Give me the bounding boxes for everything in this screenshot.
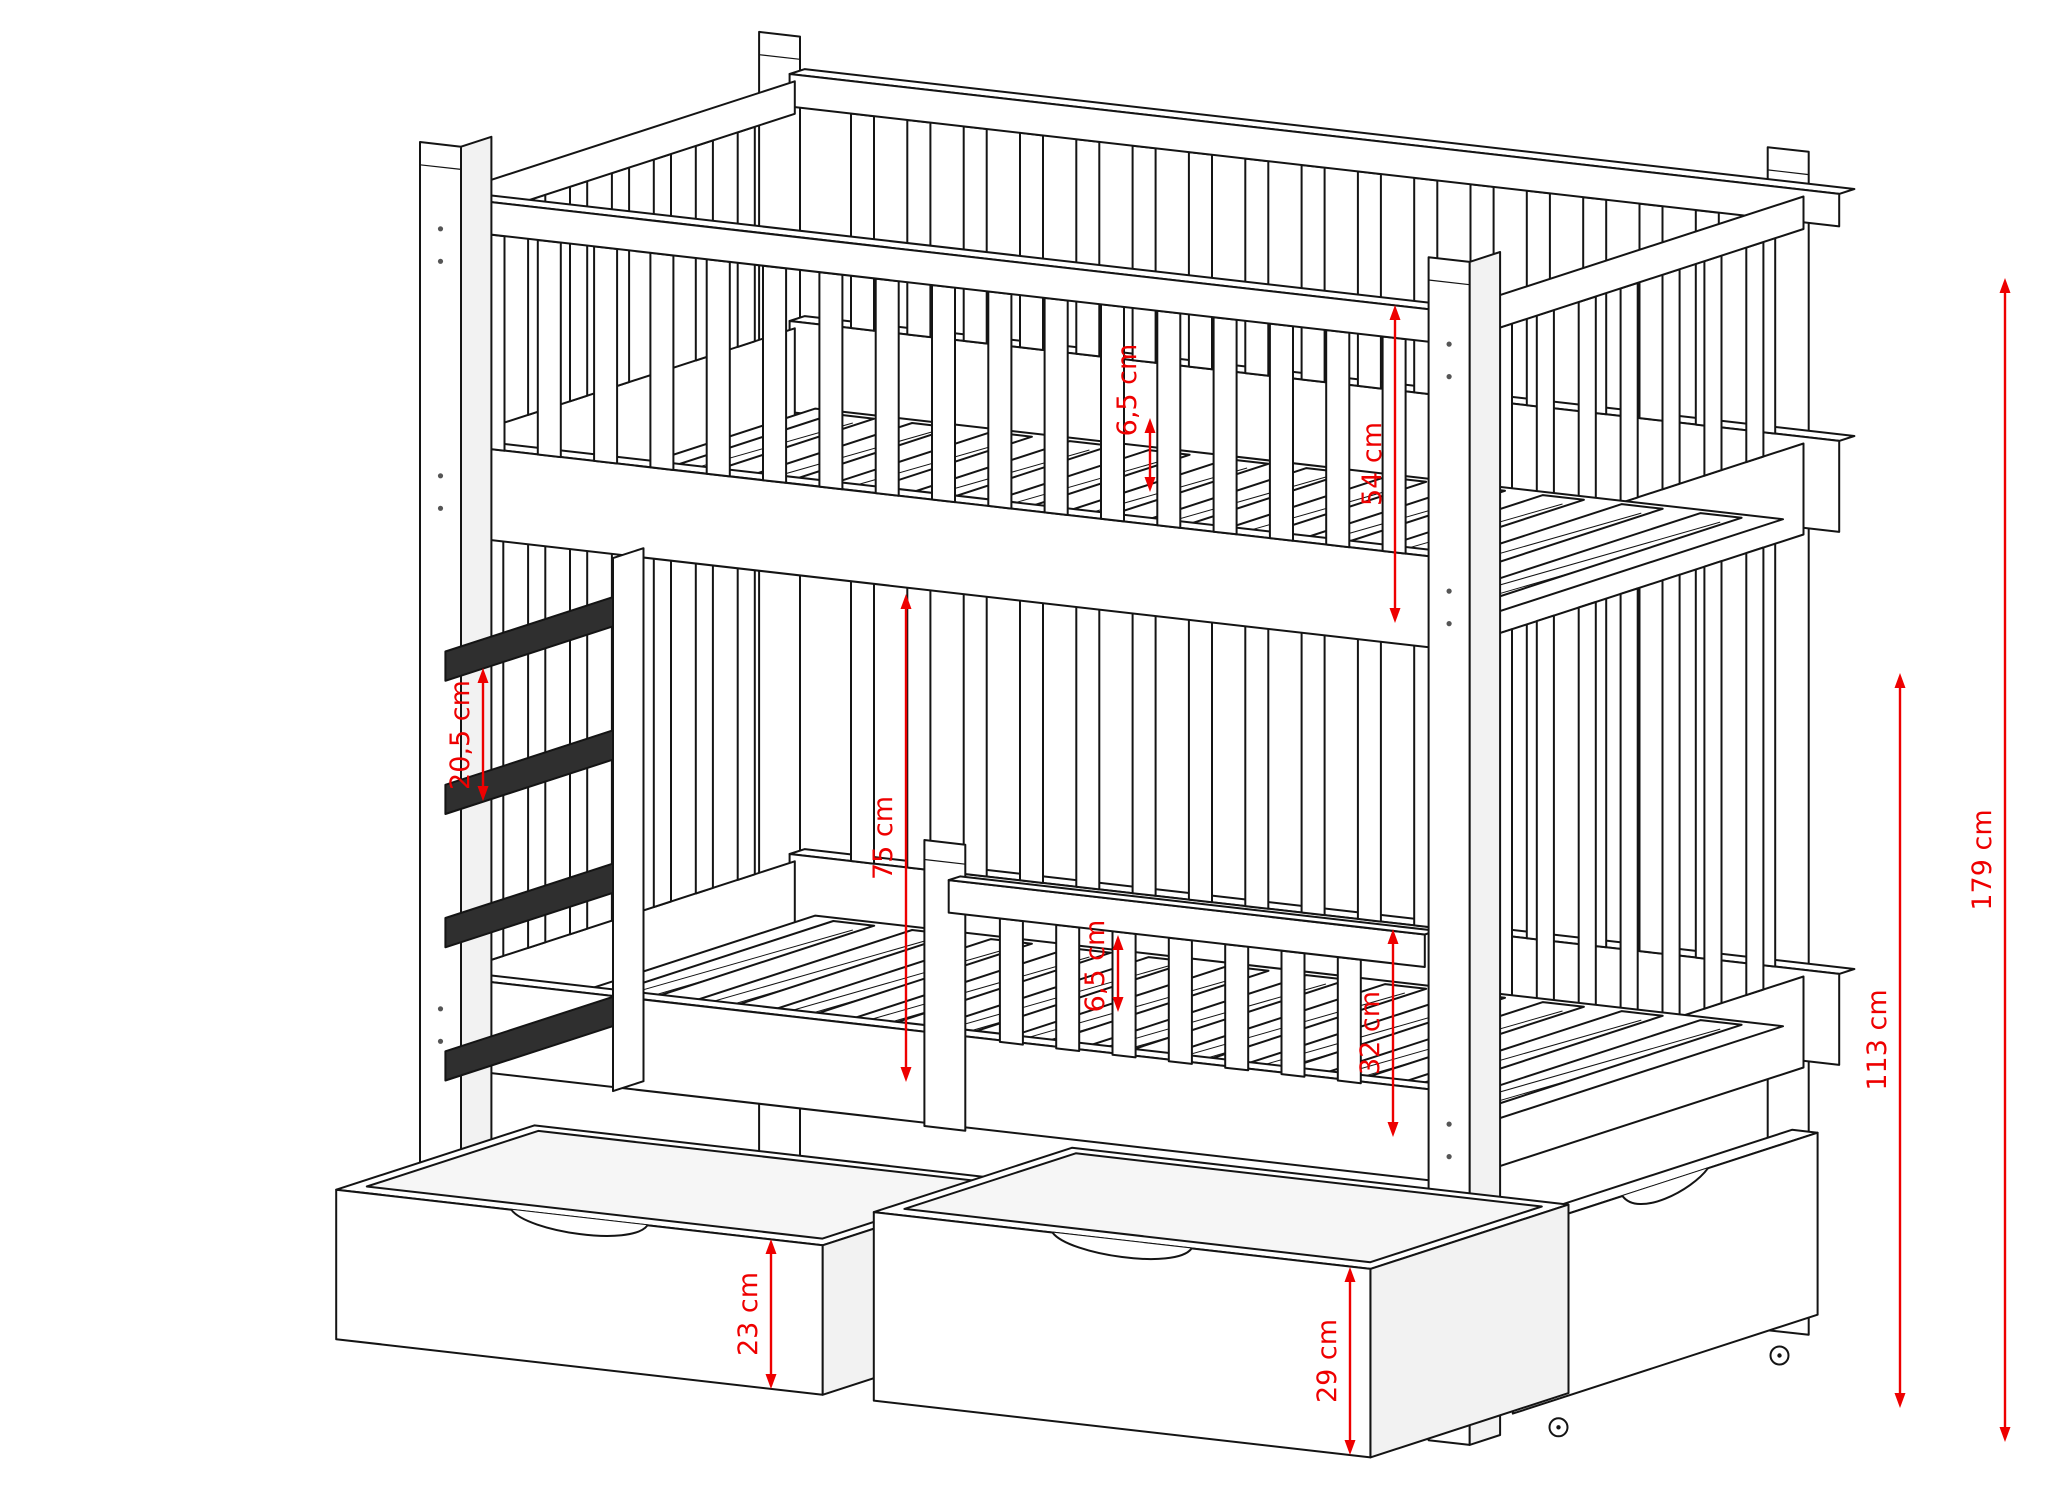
dimension-label-top-rail-to-mattress: 54 cm — [1357, 422, 1388, 506]
dimension-label-ladder-step-spacing: 20,5 cm — [445, 680, 476, 790]
dimension-labels: 6,5 cm 54 cm 20,5 cm 75 cm 6,5 cm 32 cm … — [445, 344, 1998, 1403]
dimension-label-bottom-slat-gap: 6,5 cm — [1080, 920, 1111, 1013]
dimension-label-total-height: 179 cm — [1967, 809, 1998, 910]
dimension-label-drawer-right-height: 29 cm — [1312, 1319, 1343, 1403]
dimension-label-side-section-height: 113 cm — [1862, 989, 1893, 1090]
dimension-label-drawer-left-height: 23 cm — [733, 1272, 764, 1356]
dimension-label-guard-rail-height: 32 cm — [1355, 991, 1386, 1075]
bed-line-art — [335, 30, 1856, 1459]
dimension-label-top-slat-gap: 6,5 cm — [1112, 344, 1143, 437]
dimension-label-bottom-clearance: 75 cm — [868, 796, 899, 880]
dimension-arrows — [477, 278, 2011, 1455]
